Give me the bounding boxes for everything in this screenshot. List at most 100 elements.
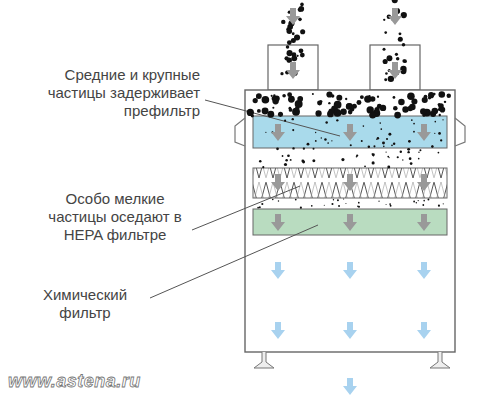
particle [284, 163, 287, 166]
chemical-filter [253, 209, 447, 235]
particle [327, 142, 329, 144]
particle [257, 109, 261, 113]
particle [251, 114, 254, 117]
particle [282, 94, 286, 98]
particle [388, 133, 391, 136]
airflow-arrow [388, 62, 402, 79]
inlet-duct [268, 45, 318, 90]
particle [303, 148, 305, 150]
particle [358, 206, 360, 208]
particle [261, 203, 263, 205]
particle [388, 157, 389, 158]
particle [276, 147, 279, 150]
particle [340, 109, 346, 115]
particle [262, 96, 270, 104]
particle [384, 31, 387, 34]
particle [287, 92, 292, 97]
particle [389, 203, 391, 205]
particle [273, 94, 275, 96]
airflow-arrow [417, 262, 431, 279]
particle [438, 205, 440, 207]
particle [292, 32, 295, 35]
particle [431, 146, 433, 148]
particle [262, 108, 269, 115]
particle [401, 12, 407, 18]
particle [373, 145, 375, 147]
particle [387, 156, 389, 158]
particle [386, 204, 387, 205]
particle [300, 53, 305, 58]
particle [356, 156, 358, 158]
particle [292, 118, 294, 120]
particle [257, 207, 259, 209]
particle [299, 48, 304, 53]
particle [396, 57, 399, 60]
particle [368, 95, 370, 97]
particle [315, 140, 317, 142]
particle [364, 165, 366, 167]
airflow-arrow [343, 174, 357, 191]
particle [383, 48, 386, 51]
particle [372, 153, 375, 156]
particle [407, 151, 409, 153]
particle [272, 98, 278, 104]
particle [292, 129, 294, 131]
particle [383, 59, 388, 64]
particle [341, 158, 344, 161]
particle [350, 107, 354, 111]
particle [444, 101, 446, 103]
airflow-arrow [417, 124, 431, 141]
particle [284, 120, 286, 122]
leader-line [192, 186, 300, 230]
particle [402, 159, 403, 160]
particle [259, 160, 262, 163]
housing [245, 90, 455, 352]
particle [418, 200, 419, 201]
particle [377, 96, 379, 98]
particle [350, 144, 352, 146]
particle [440, 139, 442, 141]
particle [324, 205, 325, 206]
particle [317, 100, 322, 105]
particle [382, 141, 385, 144]
particle [326, 91, 332, 97]
particle [360, 95, 364, 99]
particle [372, 161, 375, 164]
particle [291, 38, 296, 43]
particle [442, 119, 443, 120]
particle [395, 53, 398, 56]
particle [385, 72, 388, 75]
particle [408, 140, 411, 143]
particle [328, 102, 330, 104]
particle [409, 97, 411, 99]
particle [327, 111, 334, 118]
particle [336, 119, 338, 121]
particle [388, 76, 394, 82]
particle [321, 137, 322, 138]
leader-line [205, 100, 340, 136]
airflow-arrow [417, 322, 431, 339]
particle [393, 96, 396, 99]
particle [409, 157, 412, 160]
particle [409, 104, 416, 111]
particle [345, 98, 347, 100]
particle [411, 119, 413, 121]
particle [278, 200, 279, 201]
particle [387, 55, 393, 61]
particle [391, 144, 393, 146]
particle [312, 93, 314, 95]
particle [394, 112, 401, 119]
particle [262, 166, 264, 168]
particle [300, 3, 304, 7]
particle [384, 78, 387, 81]
particle [423, 200, 425, 202]
particle [380, 105, 386, 111]
particle [438, 152, 440, 154]
particle [282, 155, 284, 157]
particle [333, 199, 334, 200]
particle [402, 43, 406, 47]
particle [302, 161, 305, 164]
particle [286, 45, 290, 49]
leader-line [150, 225, 318, 298]
particle [287, 154, 290, 157]
